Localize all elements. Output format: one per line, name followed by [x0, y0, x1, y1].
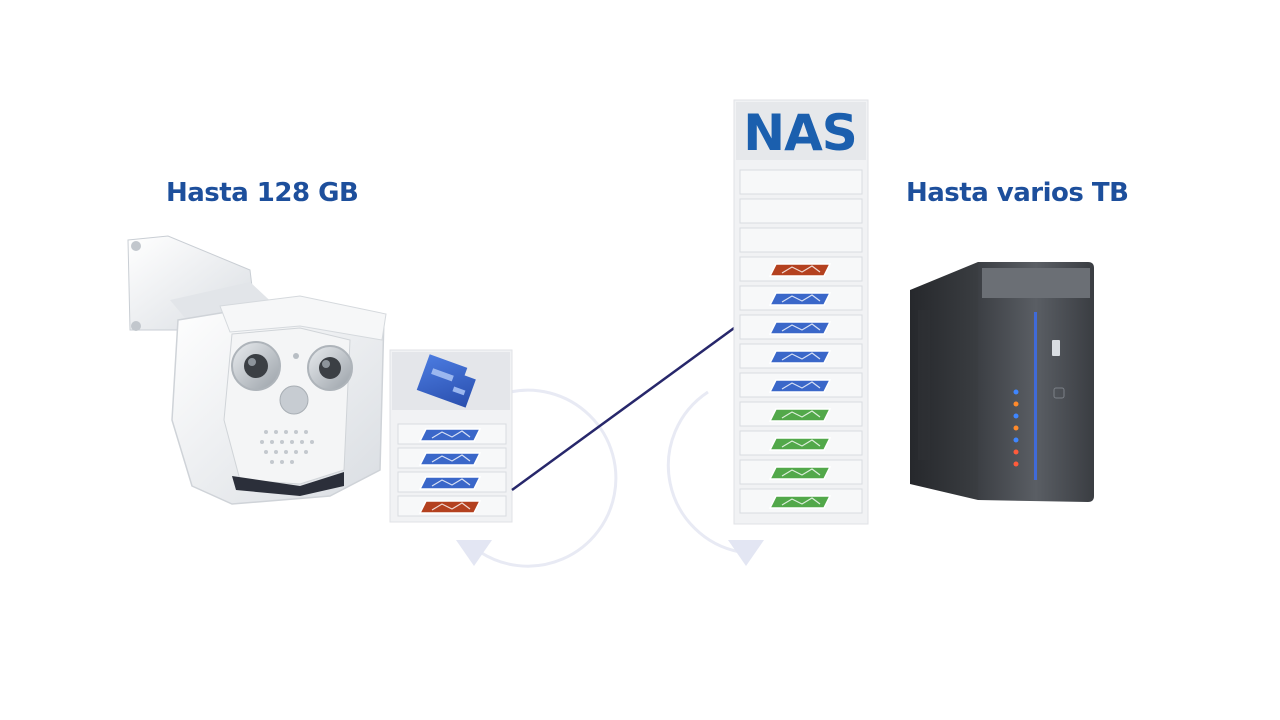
blue-video-clip-icon: [768, 350, 832, 364]
pc-tower-icon: [910, 262, 1094, 502]
blue-video-clip-icon: [768, 292, 832, 306]
storage-slot: [739, 285, 863, 311]
storage-slot: [739, 227, 863, 253]
storage-slot: [739, 459, 863, 485]
camera-capacity-label: Hasta 128 GB: [166, 178, 359, 208]
blue-video-clip-icon: [768, 379, 832, 393]
green-video-clip-icon: [768, 466, 832, 480]
storage-slot: [397, 447, 507, 469]
microsd-card-icon: [416, 354, 476, 408]
storage-slot: [739, 401, 863, 427]
storage-slot: [397, 423, 507, 445]
green-video-clip-icon: [768, 495, 832, 509]
green-video-clip-icon: [768, 437, 832, 451]
blue-video-clip-icon: [418, 452, 482, 466]
red-video-clip-icon: [418, 500, 482, 514]
sd-card-storage-panel: [389, 349, 513, 523]
storage-slot: [739, 314, 863, 340]
storage-slot: [739, 169, 863, 195]
cycle-arrow-icon: [479, 388, 741, 568]
nas-title: NAS: [743, 104, 857, 162]
arrowhead-left: [456, 540, 492, 566]
nas-capacity-label: Hasta varios TB: [906, 178, 1129, 208]
arrowhead-right: [728, 540, 764, 566]
green-video-clip-icon: [768, 408, 832, 422]
red-video-clip-icon: [768, 263, 832, 277]
storage-slot: [739, 430, 863, 456]
storage-slot: [739, 343, 863, 369]
storage-slot: [739, 372, 863, 398]
storage-slot: [739, 488, 863, 514]
blue-video-clip-icon: [418, 476, 482, 490]
storage-slot: [397, 495, 507, 517]
storage-slot: [739, 256, 863, 282]
blue-video-clip-icon: [418, 428, 482, 442]
nas-rack: NAS: [733, 99, 869, 525]
storage-slot: [397, 471, 507, 493]
storage-slot: [739, 198, 863, 224]
blue-video-clip-icon: [768, 321, 832, 335]
camera-icon: [127, 235, 387, 505]
